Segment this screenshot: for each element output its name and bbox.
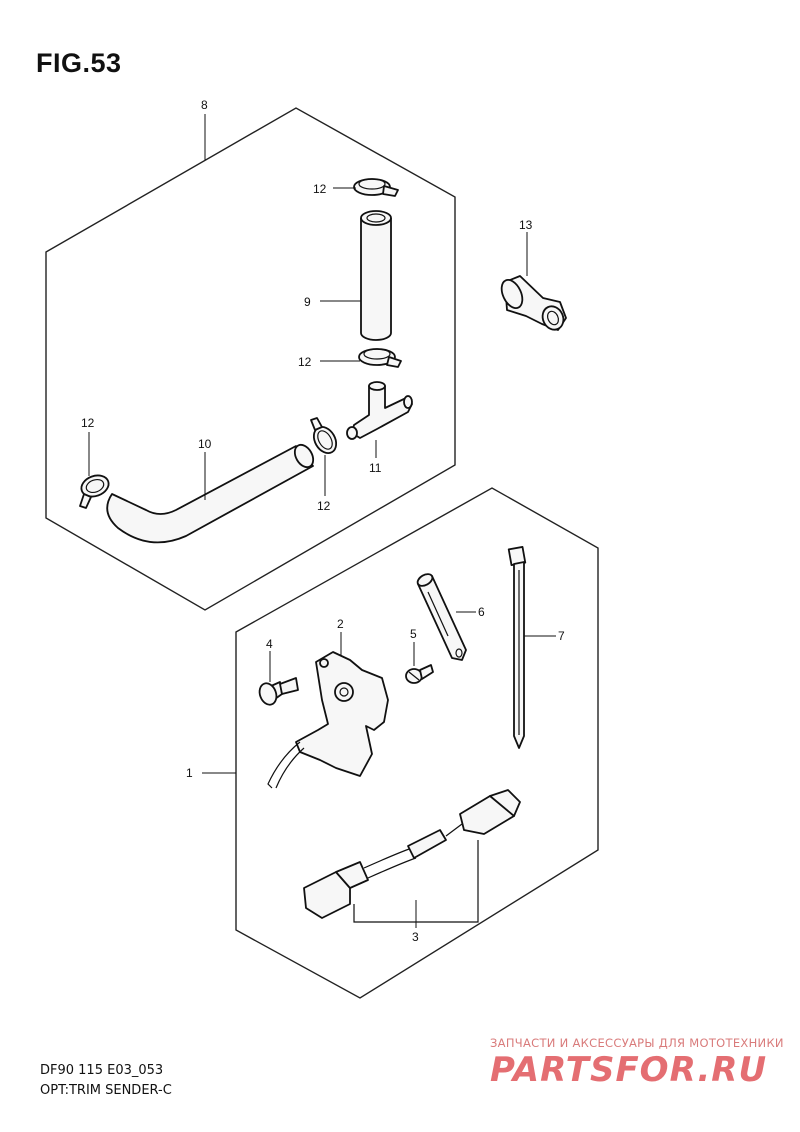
callout-2: 2 <box>337 617 344 631</box>
bolt <box>258 677 299 706</box>
callout-3: 3 <box>412 930 419 944</box>
callout-12-lower: 12 <box>317 499 331 513</box>
clamp-middle <box>358 348 402 368</box>
watermark-tagline: ЗАПЧАСТИ И АКСЕССУАРЫ ДЛЯ МОТОТЕХНИКИ <box>490 1036 784 1050</box>
holder-strap <box>416 573 467 661</box>
callout-12-top: 12 <box>313 182 327 196</box>
callout-1: 1 <box>186 766 193 780</box>
model-code: DF90 115 E03_053 <box>40 1063 164 1078</box>
watermark-logo: PARTSFOR.RU <box>490 1050 768 1090</box>
callout-11: 11 <box>369 461 382 475</box>
screw <box>405 664 434 684</box>
figure-title: FIG.53 <box>36 48 122 78</box>
callout-12-middle: 12 <box>298 355 312 369</box>
bent-hose <box>106 443 315 544</box>
leader-lines <box>88 114 556 928</box>
trim-sender <box>267 651 389 789</box>
t-joint <box>346 381 413 440</box>
clamp-lower-right <box>310 417 338 455</box>
callout-10: 10 <box>198 437 212 451</box>
callout-4: 4 <box>266 637 273 651</box>
diagram-subtitle: OPT:TRIM SENDER-C <box>40 1083 172 1098</box>
callout-7: 7 <box>558 629 565 643</box>
callout-13: 13 <box>519 218 533 232</box>
callout-8: 8 <box>201 98 208 112</box>
clamp-left <box>79 474 110 509</box>
cable-tie <box>507 546 527 749</box>
callout-12-left: 12 <box>81 416 95 430</box>
hose-kit-outline <box>45 107 456 611</box>
callout-5: 5 <box>410 627 417 641</box>
callout-9: 9 <box>304 295 311 309</box>
grommet-fitting <box>500 275 567 331</box>
sender-kit-outline <box>235 487 599 999</box>
straight-hose <box>360 210 392 341</box>
callout-6: 6 <box>478 605 485 619</box>
harness <box>303 789 521 923</box>
clamp-top <box>353 178 399 197</box>
